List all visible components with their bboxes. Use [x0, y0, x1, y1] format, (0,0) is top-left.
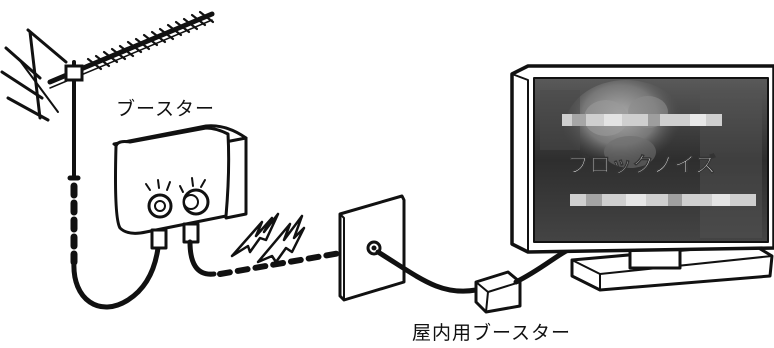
lightning-bolt-icon [230, 212, 306, 264]
noise-bars [562, 114, 756, 206]
cable-booster-to-wall-dashed [217, 249, 349, 277]
booster-box-icon [112, 124, 248, 250]
noise-bar-top [562, 114, 722, 126]
cable-antenna-to-booster [71, 245, 161, 310]
noise-bar-bottom [570, 194, 756, 206]
wall-outlet-icon [338, 194, 406, 302]
tv-screen-picture [540, 80, 762, 238]
cable-wall-to-indoor-booster [375, 249, 479, 294]
indoor-booster-label: 屋内用ブースター [412, 322, 572, 344]
cable-indoor-booster-to-tv [513, 247, 571, 285]
screen-noise-label: ブロックノイズ [568, 153, 717, 177]
antenna-icon [0, 10, 215, 181]
booster-label: ブースター [116, 98, 216, 120]
cable-booster-output [187, 239, 217, 277]
indoor-booster-icon [474, 270, 522, 314]
